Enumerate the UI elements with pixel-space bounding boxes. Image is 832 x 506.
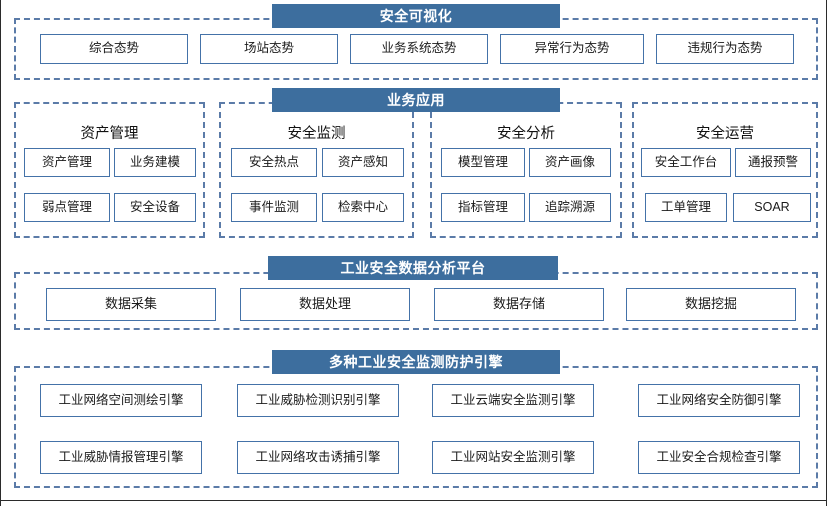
- group-panel-asset-management: [14, 102, 205, 238]
- item-box-cyberspace-mapping-engine[interactable]: 工业网络空间测绘引擎: [40, 384, 202, 417]
- item-box-weakness-management[interactable]: 弱点管理: [24, 193, 110, 222]
- item-box-threat-intelligence-engine[interactable]: 工业威胁情报管理引擎: [40, 441, 202, 474]
- item-box-asset-perception[interactable]: 资产感知: [322, 148, 404, 177]
- item-box-model-management[interactable]: 模型管理: [441, 148, 525, 177]
- page-frame-right: [826, 0, 827, 506]
- item-box-indicator-management[interactable]: 指标管理: [441, 193, 525, 222]
- item-box-threat-detection-engine[interactable]: 工业威胁检测识别引擎: [237, 384, 399, 417]
- group-title-security-analysis: 安全分析: [497, 126, 555, 142]
- item-box-station-situation[interactable]: 场站态势: [200, 34, 338, 64]
- item-box-ticket-management[interactable]: 工单管理: [645, 193, 727, 222]
- item-box-business-system-situation[interactable]: 业务系统态势: [350, 34, 488, 64]
- group-panel-security-operation: [632, 102, 818, 238]
- group-title-asset-management: 资产管理: [80, 126, 139, 142]
- item-box-event-monitoring[interactable]: 事件监测: [231, 193, 317, 222]
- item-box-business-modeling[interactable]: 业务建模: [114, 148, 196, 177]
- item-box-data-processing[interactable]: 数据处理: [240, 288, 410, 321]
- item-box-notification-alert[interactable]: 通报预警: [735, 148, 811, 177]
- item-box-security-device[interactable]: 安全设备: [114, 193, 196, 222]
- item-box-data-storage[interactable]: 数据存储: [434, 288, 604, 321]
- item-box-soar[interactable]: SOAR: [733, 193, 811, 222]
- item-box-tracing-source[interactable]: 追踪溯源: [529, 193, 611, 222]
- item-box-attack-trapping-engine[interactable]: 工业网络攻击诱捕引擎: [237, 441, 399, 474]
- group-title-security-monitoring: 安全监测: [287, 126, 346, 142]
- page-frame-left: [0, 0, 1, 506]
- item-box-asset-management[interactable]: 资产管理: [24, 148, 110, 177]
- item-box-network-security-defense-engine[interactable]: 工业网络安全防御引擎: [638, 384, 800, 417]
- item-box-website-security-monitoring-engine[interactable]: 工业网站安全监测引擎: [432, 441, 594, 474]
- item-box-abnormal-behavior-situation[interactable]: 异常行为态势: [500, 34, 644, 64]
- layer-banner-security-visualization: 安全可视化: [272, 4, 560, 28]
- item-box-compliance-check-engine[interactable]: 工业安全合规检查引擎: [638, 441, 800, 474]
- item-box-comprehensive-situation[interactable]: 综合态势: [40, 34, 188, 64]
- item-box-data-mining[interactable]: 数据挖掘: [626, 288, 796, 321]
- layer-banner-data-analysis-platform: 工业安全数据分析平台: [268, 256, 558, 280]
- item-box-violation-behavior-situation[interactable]: 违规行为态势: [656, 34, 794, 64]
- item-box-security-workbench[interactable]: 安全工作台: [641, 148, 731, 177]
- item-box-data-collection[interactable]: 数据采集: [46, 288, 216, 321]
- group-title-security-operation: 安全运营: [696, 126, 754, 142]
- layer-banner-detection-protection-engines: 多种工业安全监测防护引擎: [272, 350, 560, 374]
- item-box-cloud-security-monitoring-engine[interactable]: 工业云端安全监测引擎: [432, 384, 594, 417]
- item-box-retrieval-center[interactable]: 检索中心: [322, 193, 404, 222]
- page-frame-bottom: [0, 500, 827, 501]
- item-box-asset-profile[interactable]: 资产画像: [529, 148, 611, 177]
- layer-banner-business-application: 业务应用: [272, 88, 560, 112]
- item-box-security-hotspot[interactable]: 安全热点: [231, 148, 317, 177]
